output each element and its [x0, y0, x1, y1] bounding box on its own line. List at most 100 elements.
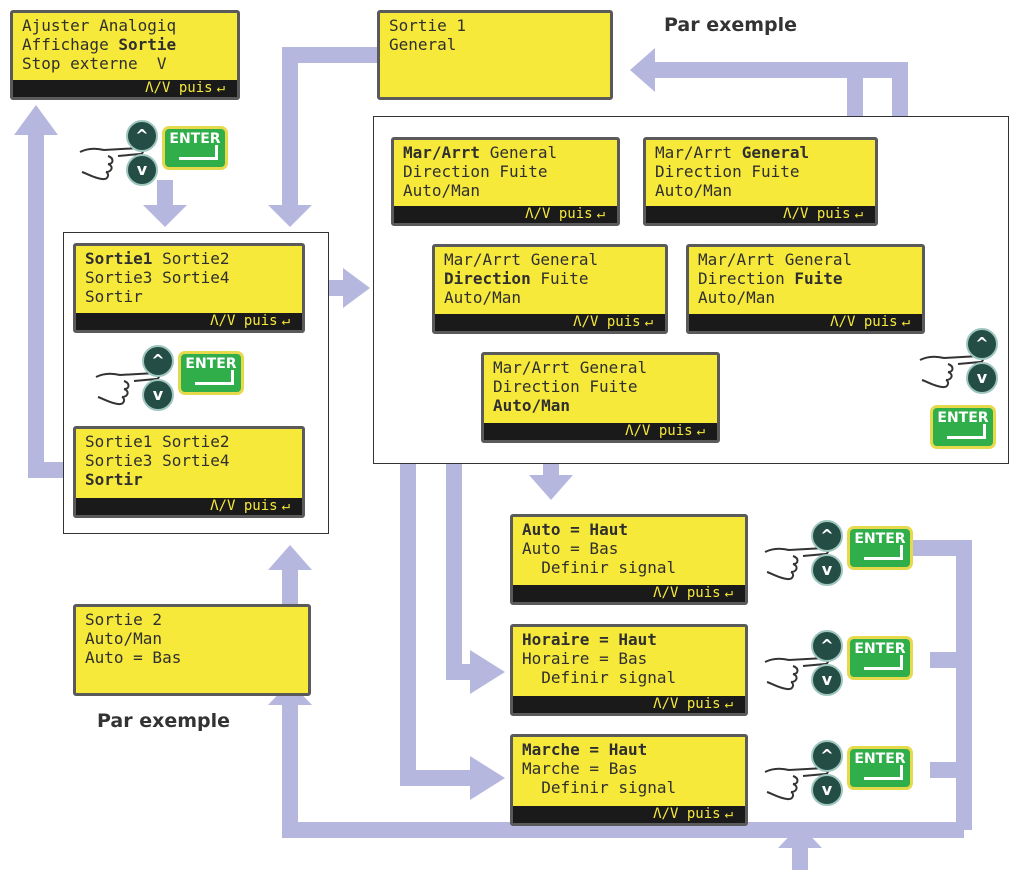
lcd-text: Ajuster Analogiq — [22, 16, 177, 35]
down-button[interactable]: v — [811, 774, 843, 806]
lcd-selected-text: Sortie1 — [85, 249, 153, 268]
return-icon: ↵ — [901, 314, 910, 330]
lcd-text: General — [480, 143, 558, 162]
down-button[interactable]: v — [966, 362, 998, 394]
lcd-footer-hint: Λ/V puis↵ — [513, 696, 745, 713]
arrowhead-menu-up — [268, 545, 312, 570]
up-button[interactable]: ^ — [811, 740, 843, 772]
arrow-enter-bracket — [910, 540, 972, 830]
down-button[interactable]: v — [142, 379, 174, 411]
lcd-line: Marche = Haut — [522, 740, 647, 759]
enter-button[interactable]: ENTER — [847, 526, 913, 570]
lcd-footer-hint: Λ/V puis↵ — [394, 206, 617, 223]
lcd-selected-text: Sortir — [85, 470, 143, 489]
lcd-text: Sortie 1 — [389, 16, 467, 35]
lcd-line: Definir signal — [522, 778, 676, 797]
lcd-line: Sortie 2 — [85, 610, 162, 629]
enter-button[interactable]: ENTER — [930, 405, 996, 449]
lcd-text: Mar/Arrt General — [698, 250, 853, 269]
lcd-line: Auto/Man — [493, 396, 570, 415]
lcd-line: Sortie 1 — [389, 16, 466, 35]
enter-button[interactable]: ENTER — [847, 636, 913, 680]
lcd-footer-hint: Λ/V puis↵ — [689, 314, 922, 331]
lcd-text: Sortie1 Sortie2 — [85, 432, 230, 451]
lcd-line: Ajuster Analogiq — [22, 16, 176, 35]
lcd-footer-hint: Λ/V puis↵ — [13, 80, 237, 97]
lcd-text: Mar/Arrt — [655, 143, 742, 162]
lcd-text: Fuite — [530, 269, 589, 288]
lcd-line: Auto/Man — [698, 288, 775, 307]
return-icon: ↵ — [724, 806, 733, 822]
enter-button[interactable]: ENTER — [178, 351, 244, 395]
arrowhead-auto — [529, 475, 573, 500]
arrow-bottom-return — [282, 700, 964, 838]
lcd-selected-text: Auto = Haut — [522, 520, 628, 539]
up-button[interactable]: ^ — [811, 520, 843, 552]
lcd-text: Mar/Arrt General — [444, 250, 599, 269]
lcd-text: Direction Fuite — [493, 377, 638, 396]
arrowhead-menu-left — [143, 205, 187, 227]
lcd-selected-text: Marche = Haut — [522, 740, 648, 759]
lcd-line: Direction Fuite — [698, 269, 843, 288]
return-icon: ↵ — [644, 314, 653, 330]
return-icon: ↵ — [724, 696, 733, 712]
lcd-text: Auto = Bas — [522, 539, 619, 558]
up-button[interactable]: ^ — [966, 328, 998, 360]
lcd-line: Horaire = Bas — [522, 649, 647, 668]
lcd-line: Auto/Man — [444, 288, 521, 307]
lcd-text: Auto/Man — [403, 181, 481, 200]
lcd-text: Stop externe V — [22, 54, 167, 73]
lcd-text: Definir signal — [522, 668, 677, 687]
down-button[interactable]: v — [126, 154, 158, 186]
return-arrow-icon — [864, 655, 903, 670]
lcd-text: Mar/Arrt General — [493, 358, 648, 377]
enter-button[interactable]: ENTER — [847, 746, 913, 790]
up-button[interactable]: ^ — [126, 120, 158, 152]
down-button[interactable]: v — [811, 664, 843, 696]
enter-label: ENTER — [854, 531, 906, 547]
return-arrow-icon — [179, 145, 218, 160]
lcd-selected-text: Auto/Man — [493, 396, 571, 415]
lcd-text: Auto/Man — [85, 629, 163, 648]
return-icon: ↵ — [696, 423, 705, 439]
lcd-line: Horaire = Haut — [522, 630, 657, 649]
lcd-text: Sortir — [85, 287, 143, 306]
arrowhead-panel — [343, 268, 370, 308]
return-arrow-icon — [195, 370, 234, 385]
lcd-line: Definir signal — [522, 558, 676, 577]
lcd-line: Mar/Arrt General — [493, 358, 647, 377]
enter-button[interactable]: ENTER — [162, 126, 228, 170]
lcd-selected-text: Horaire = Haut — [522, 630, 657, 649]
lcd-text: Auto = Bas — [85, 648, 182, 667]
arrow-sortie1-to-menu — [282, 47, 380, 205]
buttons-cluster-3: ^v — [918, 328, 1008, 398]
arrowhead-marche — [470, 756, 505, 800]
lcd-text: Auto/Man — [698, 288, 776, 307]
lcd-footer-hint: Λ/V puis↵ — [435, 314, 665, 331]
lcd-selected-text: Sortie — [118, 35, 177, 54]
lcd-footer-hint: Λ/V puis↵ — [646, 206, 875, 223]
up-button[interactable]: ^ — [142, 345, 174, 377]
up-button[interactable]: ^ — [811, 630, 843, 662]
caption-par-exemple-top: Par exemple — [664, 14, 798, 36]
return-icon: ↵ — [216, 80, 225, 96]
lcd-line: Direction Fuite — [403, 162, 548, 181]
lcd-text: Sortie2 — [152, 249, 230, 268]
down-button[interactable]: v — [811, 554, 843, 586]
lcd-text: Auto/Man — [444, 288, 522, 307]
lcd-text: Direction Fuite — [655, 162, 800, 181]
lcd-footer-hint: Λ/V puis↵ — [76, 498, 302, 515]
lcd-text: Direction Fuite — [403, 162, 548, 181]
lcd-text: Marche = Bas — [522, 759, 638, 778]
